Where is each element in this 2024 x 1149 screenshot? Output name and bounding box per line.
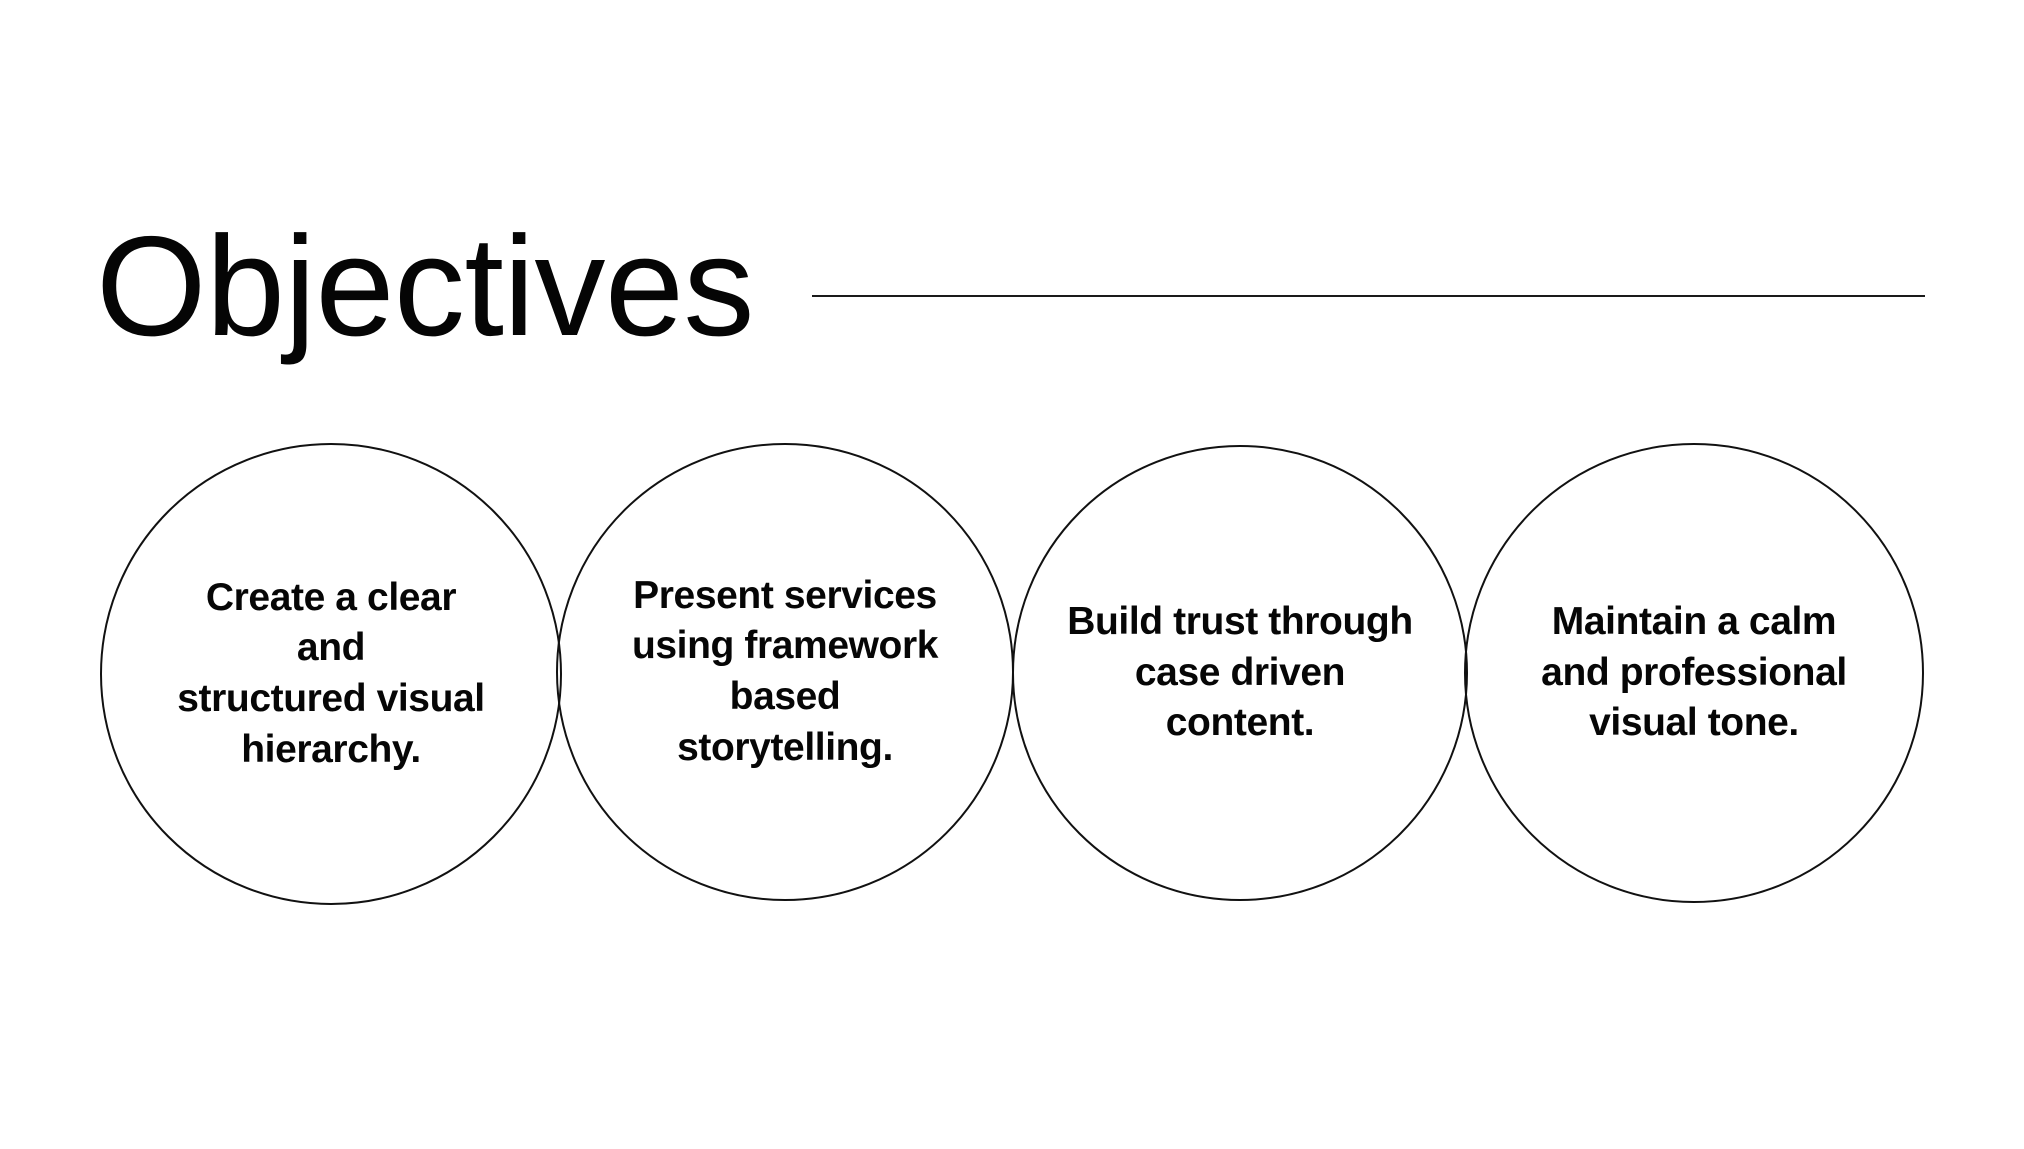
slide-header: Objectives [0,0,2024,400]
objective-circle-4-label: Maintain a calm and professional visual … [1541,599,1847,745]
objectives-circle-row: Create a clear and structured visual hie… [0,430,2024,930]
page-title: Objectives [96,207,754,366]
objective-circle-3[interactable]: Build trust through case driven content. [1012,445,1468,901]
objective-circle-1-label: Create a clear and structured visual hie… [177,575,485,771]
objective-circle-3-label: Build trust through case driven content. [1067,599,1413,745]
title-divider-rule [812,295,1925,297]
objective-circle-4[interactable]: Maintain a calm and professional visual … [1464,443,1924,903]
objective-circle-1[interactable]: Create a clear and structured visual hie… [100,443,562,905]
objective-circle-2-label: Present services using framework based s… [631,573,939,769]
objective-circle-2[interactable]: Present services using framework based s… [556,443,1014,901]
